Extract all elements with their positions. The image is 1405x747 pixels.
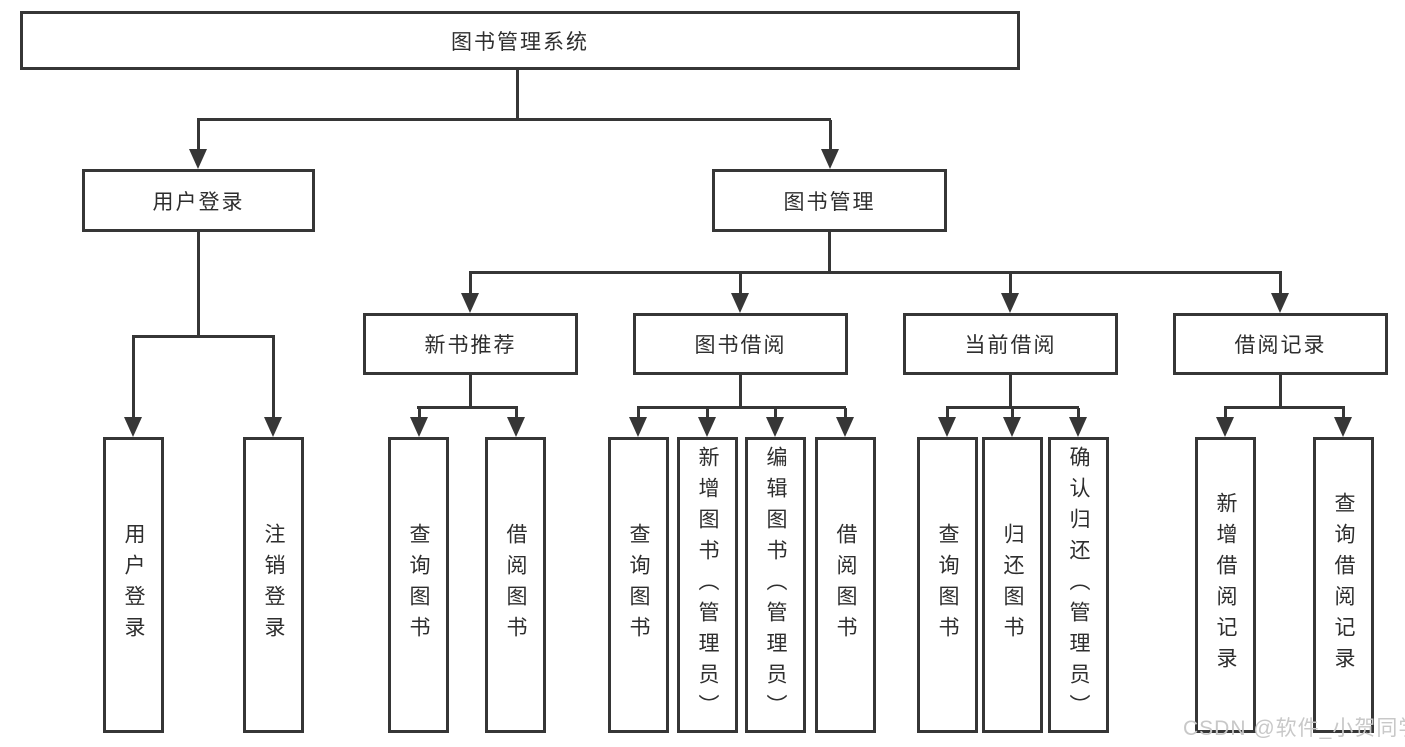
connector-stem — [1011, 408, 1014, 417]
leaf-query-books-borrow: 查询图书 — [608, 437, 669, 733]
connector-stem — [1279, 375, 1282, 408]
connector-stem — [1009, 375, 1012, 408]
leaf-user-login: 用户登录 — [103, 437, 164, 733]
connector-stem — [197, 120, 200, 149]
arrowhead-down — [938, 417, 956, 437]
connector-g1-branch — [132, 335, 275, 338]
connector-stem — [515, 408, 518, 417]
node-new-book-recommend: 新书推荐 — [363, 313, 578, 375]
arrowhead-down — [836, 417, 854, 437]
leaf-query-books-recommend: 查询图书 — [388, 437, 449, 733]
connector-stem — [418, 408, 421, 417]
arrowhead-down — [1003, 417, 1021, 437]
leaf-label: 查询图书 — [627, 523, 650, 647]
leaf-borrow-books: 借阅图书 — [815, 437, 876, 733]
connector-stem — [1279, 273, 1282, 294]
connector-l1-branch — [197, 118, 831, 121]
leaf-query-borrow-record: 查询借阅记录 — [1313, 437, 1374, 733]
leaf-add-book-admin: 新增图书（管理员） — [677, 437, 738, 733]
leaf-label: 注销登录 — [262, 523, 285, 647]
arrowhead-down — [189, 149, 207, 169]
connector-stem — [637, 408, 640, 417]
arrowhead-down — [507, 417, 525, 437]
node-borrow-records: 借阅记录 — [1173, 313, 1388, 375]
node-label: 新书推荐 — [424, 334, 517, 357]
node-book-management: 图书管理 — [712, 169, 947, 232]
connector-stem — [739, 273, 742, 294]
connector-stem — [1009, 273, 1012, 294]
leaf-edit-book-admin: 编辑图书（管理员） — [745, 437, 806, 733]
connector-stem — [828, 232, 831, 272]
arrowhead-down — [629, 417, 647, 437]
connector-stem — [739, 375, 742, 408]
arrowhead-down — [264, 417, 282, 437]
arrowhead-down — [1216, 417, 1234, 437]
connector-stem — [197, 232, 200, 336]
connector-g5-branch — [1224, 406, 1345, 409]
connector-stem — [774, 408, 777, 417]
leaf-label: 新增图书（管理员） — [696, 445, 719, 725]
leaf-label: 新增借阅记录 — [1214, 492, 1237, 678]
arrowhead-down — [124, 417, 142, 437]
leaf-label: 借阅图书 — [504, 523, 527, 647]
arrowhead-down — [1271, 293, 1289, 313]
leaf-query-books-current: 查询图书 — [917, 437, 978, 733]
node-label: 图书借阅 — [694, 334, 787, 357]
connector-stem — [469, 273, 472, 294]
node-user-login: 用户登录 — [82, 169, 315, 232]
node-book-borrow: 图书借阅 — [633, 313, 848, 375]
connector-stem — [1224, 408, 1227, 417]
connector-stem — [829, 120, 832, 149]
node-label: 图书管理 — [783, 190, 876, 214]
connector-g4-branch — [946, 406, 1079, 409]
leaf-label: 查询图书 — [936, 523, 959, 647]
arrowhead-down — [410, 417, 428, 437]
leaf-return-book: 归还图书 — [982, 437, 1043, 733]
node-label: 当前借阅 — [964, 334, 1057, 357]
leaf-confirm-return-admin: 确认归还（管理员） — [1048, 437, 1109, 733]
leaf-logout: 注销登录 — [243, 437, 304, 733]
node-label: 用户登录 — [152, 190, 245, 214]
arrowhead-down — [1334, 417, 1352, 437]
arrowhead-down — [821, 149, 839, 169]
arrowhead-down — [1001, 293, 1019, 313]
leaf-label: 查询借阅记录 — [1332, 492, 1355, 678]
connector-stem — [706, 408, 709, 417]
leaf-label: 借阅图书 — [834, 523, 857, 647]
leaf-label: 确认归还（管理员） — [1067, 445, 1090, 725]
connector-stem — [946, 408, 949, 417]
connector-stem — [844, 408, 847, 417]
leaf-label: 用户登录 — [122, 523, 145, 647]
connector-root-stem — [516, 70, 519, 120]
connector-stem — [469, 375, 472, 408]
connector-stem — [1342, 408, 1345, 417]
connector-l2-branch — [469, 271, 1282, 274]
leaf-label: 编辑图书（管理员） — [764, 445, 787, 725]
arrowhead-down — [698, 417, 716, 437]
arrowhead-down — [766, 417, 784, 437]
leaf-add-borrow-record: 新增借阅记录 — [1195, 437, 1256, 733]
csdn-watermark: CSDN @软件_小贺同学 — [1183, 717, 1405, 740]
connector-stem — [132, 337, 135, 417]
arrowhead-down — [461, 293, 479, 313]
connector-g2-branch — [417, 406, 518, 409]
leaf-label: 归还图书 — [1001, 523, 1024, 647]
connector-stem — [1077, 408, 1080, 417]
arrowhead-down — [731, 293, 749, 313]
connector-stem — [272, 337, 275, 417]
leaf-borrow-books-recommend: 借阅图书 — [485, 437, 546, 733]
node-label: 借阅记录 — [1234, 334, 1327, 357]
node-root-library-system: 图书管理系统 — [20, 11, 1020, 70]
connector-g3-branch — [637, 406, 846, 409]
node-label: 图书管理系统 — [451, 30, 589, 54]
node-current-borrow: 当前借阅 — [903, 313, 1118, 375]
arrowhead-down — [1069, 417, 1087, 437]
leaf-label: 查询图书 — [407, 523, 430, 647]
